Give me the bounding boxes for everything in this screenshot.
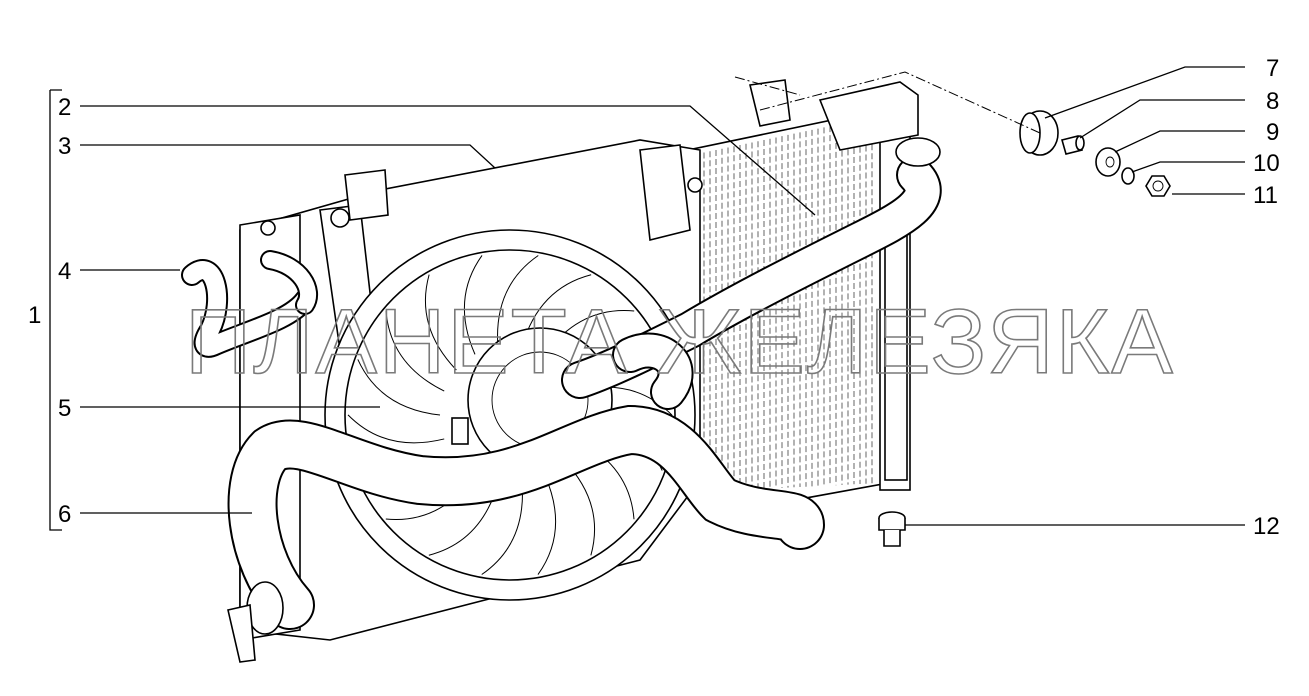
callout-7: 7 xyxy=(1266,55,1279,82)
callout-6: 6 xyxy=(58,501,71,528)
callout-4: 4 xyxy=(58,258,71,285)
washer xyxy=(1095,147,1121,177)
bushing xyxy=(1061,135,1085,155)
lock-washer xyxy=(1121,167,1135,185)
leader-lines xyxy=(49,66,1245,531)
small-hose xyxy=(181,250,319,358)
assembly-axis-line xyxy=(734,71,1041,134)
callout-3: 3 xyxy=(58,133,71,160)
callout-8: 8 xyxy=(1266,88,1279,115)
callout-1: 1 xyxy=(28,302,41,329)
callout-11: 11 xyxy=(1253,182,1278,209)
nut xyxy=(1145,175,1171,197)
watermark-text: ПЛАНЕТА ЖЕЛЕЗЯКА xyxy=(185,291,1175,393)
callout-9: 9 xyxy=(1266,119,1279,146)
mounting-cushion xyxy=(1019,110,1059,156)
callout-5: 5 xyxy=(58,395,71,422)
callout-12: 12 xyxy=(1253,513,1280,540)
upper-hose xyxy=(561,137,942,410)
callout-2: 2 xyxy=(58,94,71,121)
callout-10: 10 xyxy=(1253,150,1280,177)
lower-hose xyxy=(227,404,825,663)
drain-plug xyxy=(878,511,906,547)
